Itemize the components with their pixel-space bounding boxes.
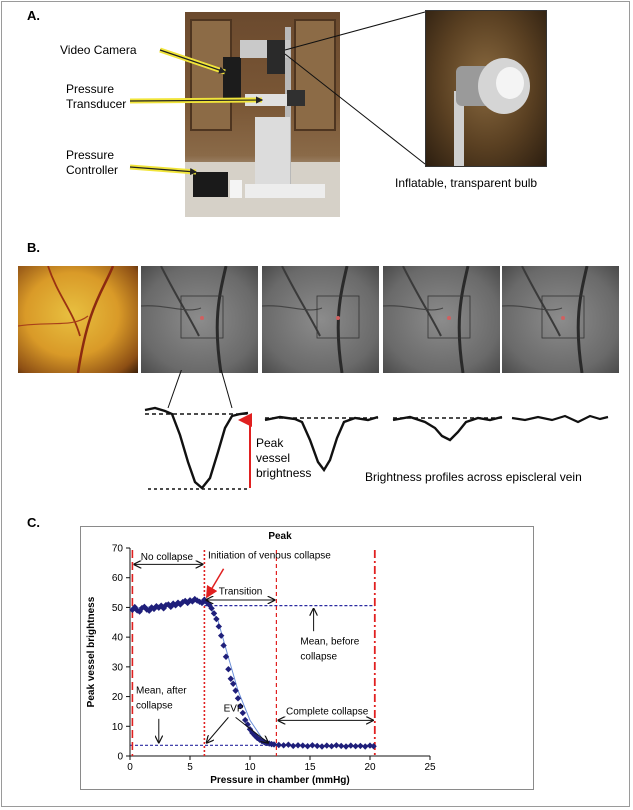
mean-after-label-line1: Mean, after [136, 686, 187, 697]
profile-curve-3 [392, 415, 503, 442]
data-point [141, 603, 148, 611]
panel-a-label: A. [27, 8, 40, 23]
bulb-illustration [454, 58, 530, 166]
mean-before-label-line2: collapse [300, 651, 337, 662]
data-point [323, 742, 330, 749]
peak-label-line1: Peak [256, 436, 284, 450]
data-point [146, 607, 153, 614]
data-point [230, 680, 237, 687]
x-tick-label: 20 [364, 762, 376, 773]
data-point [165, 601, 172, 608]
bulb-photo [425, 10, 547, 167]
profiles-caption: Brightness profiles across episcleral ve… [365, 470, 582, 484]
data-point [172, 602, 179, 609]
initiation-arrow [206, 568, 225, 599]
initiation-label: Initiation of venous collapse [208, 550, 331, 561]
panel-b-label: B. [27, 240, 40, 255]
profile-curve-2 [264, 415, 379, 473]
mean-before-label-line1: Mean, before [300, 637, 359, 648]
zoom-line-bottom [284, 53, 426, 165]
callout-pressure-controller: Pressure Controller [66, 148, 118, 178]
episcleral-color-image [18, 266, 138, 373]
data-point [189, 598, 196, 605]
data-point [275, 741, 282, 749]
chart-title: Peak [268, 531, 292, 542]
data-point [328, 742, 335, 750]
callout-pressure-transducer-line2: Transducer [66, 97, 127, 111]
x-tick-label: 15 [304, 762, 316, 773]
peak-label-line2: vessel [256, 451, 291, 465]
grayscale-frame-2 [262, 266, 379, 373]
y-tick-label: 50 [112, 603, 124, 614]
y-tick-label: 60 [112, 573, 124, 584]
data-point [225, 666, 232, 673]
bulb-caption: Inflatable, transparent bulb [395, 176, 538, 190]
complete-collapse-label: Complete collapse [286, 706, 369, 717]
data-point [222, 653, 230, 660]
x-tick-label: 5 [187, 762, 193, 773]
evp-label: EVP [224, 703, 244, 714]
transition-label: Transition [219, 587, 263, 598]
zoom-line-top [284, 11, 426, 51]
grayscale-frame-3 [383, 266, 500, 373]
data-point [342, 743, 350, 750]
peak-label-line3: brightness [256, 466, 312, 480]
data-point [304, 742, 311, 750]
panel-a-arrows [129, 11, 426, 176]
data-point [280, 742, 287, 749]
y-tick-label: 30 [112, 662, 124, 673]
data-point [318, 743, 326, 750]
x-tick-label: 10 [244, 762, 256, 773]
callout-pressure-controller-line1: Pressure [66, 148, 115, 162]
data-point [285, 741, 292, 748]
callout-pressure-transducer-line1: Pressure [66, 82, 115, 96]
data-point [155, 604, 162, 611]
brightness-profiles [144, 370, 609, 490]
callout-pressure-controller-line2: Controller [66, 163, 119, 177]
data-point [218, 632, 225, 639]
no-collapse-label: No collapse [141, 552, 194, 563]
evp-arrow-right [235, 716, 268, 742]
callout-pressure-transducer: Pressure Transducer [66, 82, 126, 112]
callout-video-camera: Video Camera [60, 43, 137, 57]
data-point [246, 726, 254, 733]
data-point [309, 742, 316, 749]
mean-after-label-line2: collapse [136, 700, 173, 711]
evp-arrow-left [207, 717, 229, 742]
chart-border [80, 526, 534, 790]
y-tick-label: 0 [117, 752, 123, 763]
vessel-illustration [18, 266, 115, 373]
x-tick-label: 0 [127, 762, 133, 773]
profile-curve-4 [511, 414, 609, 424]
y-tick-label: 40 [112, 633, 124, 644]
y-tick-label: 70 [112, 544, 124, 555]
y-tick-label: 20 [112, 692, 124, 703]
data-point [215, 623, 222, 630]
x-axis-label: Pressure in chamber (mmHg) [210, 775, 350, 786]
y-axis-label: Peak vessel brightness [86, 596, 97, 707]
data-point [294, 742, 302, 749]
data-point [362, 743, 369, 750]
data-point [333, 742, 340, 749]
x-tick-label: 25 [424, 762, 436, 773]
y-tick-label: 10 [112, 722, 124, 733]
grayscale-frame-4 [502, 266, 619, 373]
peak-vessel-brightness-label: Peak vessel brightness [256, 436, 311, 481]
grayscale-frame-1 [141, 266, 258, 373]
profile-curve-1 [144, 406, 249, 490]
data-point [299, 742, 306, 749]
panel-c-label: C. [27, 515, 40, 530]
